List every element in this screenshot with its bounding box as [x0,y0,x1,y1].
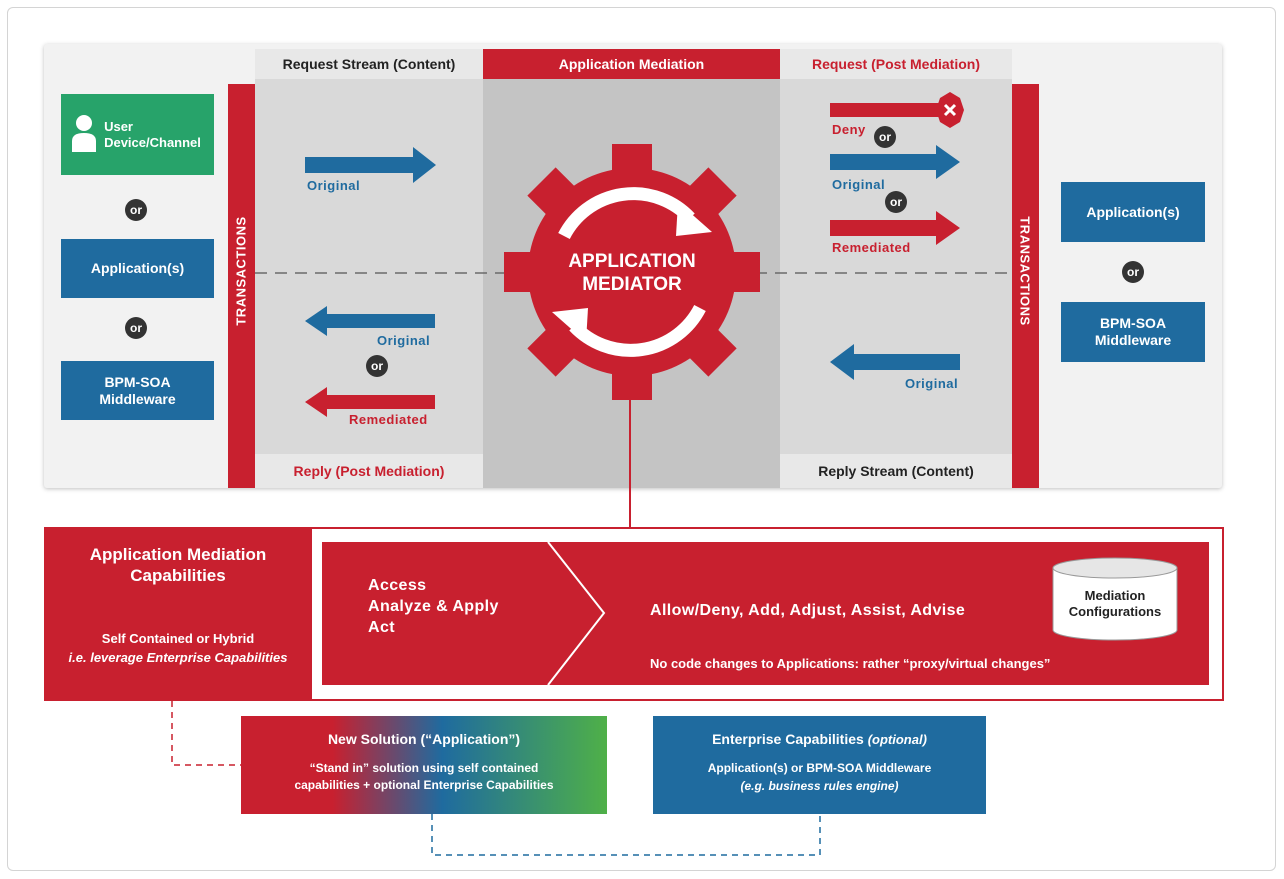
header-reply-stream: Reply Stream (Content) [780,454,1012,488]
transactions-bar-left [228,84,255,488]
or-badge: or [125,199,147,221]
capabilities-steps: Access Analyze & Apply Act [368,577,499,636]
enterprise-title: Enterprise Capabilities [712,731,864,747]
enterprise-capabilities-box[interactable] [653,716,986,814]
capabilities-actions: Allow/Deny, Add, Adjust, Assist, Advise [650,602,966,619]
new-solution-box[interactable] [241,716,607,814]
request-stream-column [255,79,483,488]
post-remediated-label: Remediated [832,240,911,255]
reply-remediated-label: Remediated [349,412,428,427]
new-solution-title: New Solution (“Application”) [327,731,521,747]
transactions-bar-right [1012,84,1039,488]
transactions-label-left: TRANSACTIONS [233,216,249,326]
post-original-arrow [830,145,960,179]
right-applications-box[interactable]: Application(s) [1061,182,1205,242]
capabilities-note: No code changes to Applications: rather … [650,656,1051,671]
stream-reply-original-label: Original [905,376,959,391]
or-badge: or [366,355,388,377]
left-applications-box[interactable]: Application(s) [61,239,214,298]
enterprise-title-optional: (optional) [867,732,927,747]
enterprise-body-italic: (e.g. business rules engine) [740,779,899,793]
user-icon [72,115,96,152]
header-request-stream: Request Stream (Content) [255,49,483,79]
right-bpm-box[interactable]: BPM-SOA Middleware [1061,302,1205,362]
post-original-label: Original [832,177,886,192]
request-post-column [780,79,1012,488]
reply-original-label: Original [377,333,431,348]
left-bpm-box[interactable]: BPM-SOA Middleware [61,361,214,420]
new-solution-body: “Stand in” solution using self contained… [294,761,554,792]
enterprise-title-row: Enterprise Capabilities (optional) [653,731,986,747]
transactions-label-right: TRANSACTIONS [1017,216,1033,326]
reply-original-arrow [305,306,435,336]
capabilities-subtitle: Self Contained or Hybrid [101,631,255,646]
capabilities-to-solution-connector [171,701,242,766]
reply-remediated-arrow [305,387,435,417]
request-original-arrow [305,147,436,183]
deny-label: Deny [832,122,866,137]
enterprise-body: Application(s) or BPM-SOA Middleware [707,761,932,775]
or-badge: or [874,126,896,148]
capabilities-left-panel [44,527,312,701]
deny-arrow [830,92,964,128]
header-application-mediation: Application Mediation [483,49,780,79]
mediation-configurations-label: Mediation Configurations [1068,588,1162,619]
capabilities-subtitle-italic: i.e. leverage Enterprise Capabilities [68,650,288,665]
mediator-label: APPLICATION MEDIATOR [568,251,696,295]
user-device-box[interactable]: User Device/Channel [61,94,214,175]
capabilities-title: Application Mediation Capabilities [89,545,267,586]
header-reply-post-mediation: Reply (Post Mediation) [255,454,483,488]
mediation-configurations-database-icon [1052,557,1178,641]
header-request-post-mediation: Request (Post Mediation) [780,49,1012,79]
or-badge: or [1122,261,1144,283]
mediator-connector-line [629,390,631,528]
or-badge: or [125,317,147,339]
user-device-label: User Device/Channel [104,118,201,150]
request-reply-divider [255,272,1012,274]
solution-to-enterprise-connector [431,814,821,856]
stream-reply-original-arrow [830,344,960,380]
post-remediated-arrow [830,211,960,245]
or-badge: or [885,191,907,213]
request-original-label: Original [307,178,361,193]
application-mediator-gear [504,144,760,400]
